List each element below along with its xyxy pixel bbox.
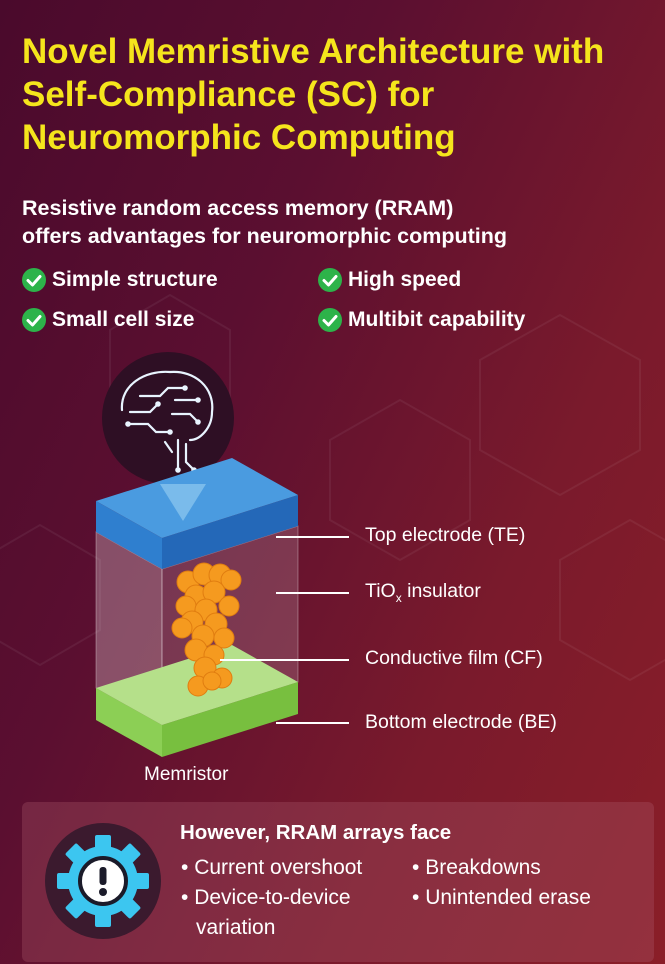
- label-conductive-film: Conductive film (CF): [365, 647, 543, 669]
- subtitle-line-1: Resistive random access memory (RRAM): [22, 196, 454, 220]
- issue-item: • Current overshoot: [181, 856, 363, 879]
- issue-label: Unintended erase: [425, 886, 591, 909]
- insulator-subscript: x: [395, 590, 402, 605]
- issue-label: Device-to-device: [194, 886, 351, 909]
- label-insulator: TiOx insulator: [365, 580, 481, 605]
- advantage-item: Multibit capability: [318, 308, 525, 332]
- issue-item-continuation: variation: [196, 916, 276, 939]
- issue-label: Current overshoot: [194, 856, 363, 879]
- issue-item: • Breakdowns: [412, 856, 541, 879]
- gear-warning-icon: [45, 823, 161, 939]
- advantage-label: Multibit capability: [348, 308, 526, 331]
- memristor-diagram: [95, 352, 349, 757]
- advantage-label: High speed: [348, 268, 462, 291]
- advantage-item: Simple structure: [22, 268, 218, 292]
- check-icon: [22, 268, 46, 292]
- subtitle: Resistive random access memory (RRAM) of…: [22, 194, 652, 250]
- insulator-word: insulator: [401, 580, 481, 602]
- brain-circuit-icon: [102, 352, 234, 484]
- subtitle-line-2: offers advantages for neuromorphic compu…: [22, 224, 507, 248]
- page-title: Novel Memristive Architecture with Self-…: [22, 32, 605, 157]
- label-bottom-electrode: Bottom electrode (BE): [365, 711, 557, 733]
- issue-item: • Unintended erase: [412, 886, 591, 909]
- label-top-electrode: Top electrode (TE): [365, 524, 526, 546]
- advantage-item: Small cell size: [22, 308, 194, 332]
- issue-label: Breakdowns: [425, 856, 541, 879]
- advantage-label: Simple structure: [52, 268, 218, 291]
- advantage-item: High speed: [318, 268, 461, 292]
- check-icon: [318, 268, 342, 292]
- advantage-label: Small cell size: [52, 308, 195, 331]
- insulator-formula: TiO: [365, 580, 396, 602]
- check-icon: [318, 308, 342, 332]
- issue-item: • Device-to-device: [181, 886, 351, 909]
- conductive-filament: [171, 562, 242, 697]
- check-icon: [22, 308, 46, 332]
- issues-title: However, RRAM arrays face: [180, 821, 452, 844]
- memristor-label: Memristor: [144, 764, 229, 785]
